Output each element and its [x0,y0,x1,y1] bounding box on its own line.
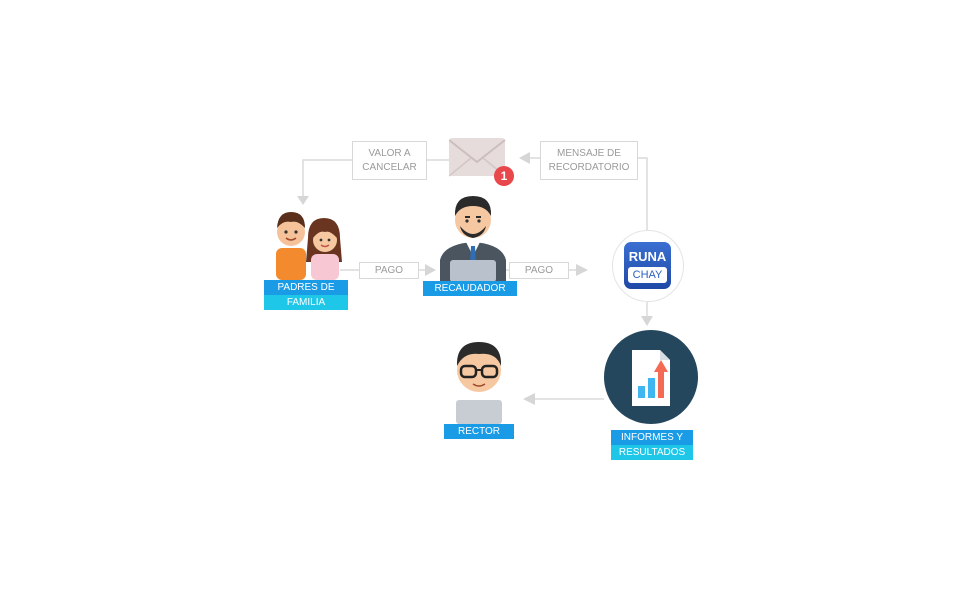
arrowhead-left-rector [523,393,535,405]
padres-line2: FAMILIA [264,295,348,310]
notification-badge: 1 [494,166,514,186]
valor-a-cancelar-line1: VALOR A [368,148,411,159]
report-chart-icon [632,350,670,406]
rector-illustration [448,338,510,424]
valor-a-cancelar-label: VALOR A CANCELAR [352,141,427,180]
padres-line1: PADRES DE [264,280,348,295]
logo-chay-text: CHAY [628,267,667,283]
mensaje-line1: MENSAJE DE [557,148,621,159]
valor-a-cancelar-line2: CANCELAR [362,162,417,173]
arrowhead-right-recaudador [425,264,436,276]
logo-runa-text: RUNA [628,249,667,264]
informes-circle [604,330,698,424]
rector-badge: RECTOR [444,424,514,439]
pago-label-2: PAGO [509,262,569,279]
cashier-icon [440,196,506,282]
runa-chay-logo: RUNA CHAY [624,242,671,289]
recaudador-illustration [436,190,510,282]
mensaje-recordatorio-label: MENSAJE DE RECORDATORIO [540,141,638,180]
arrowhead-down-padres [297,196,309,205]
informes-badge: INFORMES Y RESULTADOS [611,430,693,460]
mensaje-line2: RECORDATORIO [548,162,630,173]
padres-badge: PADRES DE FAMILIA [264,280,348,310]
pago-label-1: PAGO [359,262,419,279]
rector-icon [456,342,502,424]
envelope-node: 1 [448,136,514,186]
family-icon [276,212,342,280]
recaudador-badge: RECAUDADOR [423,281,517,296]
arrowhead-down-informes [641,316,653,326]
arrowhead-left-envelope [519,152,530,164]
padres-illustration [268,208,348,280]
runa-chay-node: RUNA CHAY [612,230,684,302]
informes-line2: RESULTADOS [611,445,693,460]
informes-line1: INFORMES Y [611,430,693,445]
arrowhead-right-runa [576,264,588,276]
